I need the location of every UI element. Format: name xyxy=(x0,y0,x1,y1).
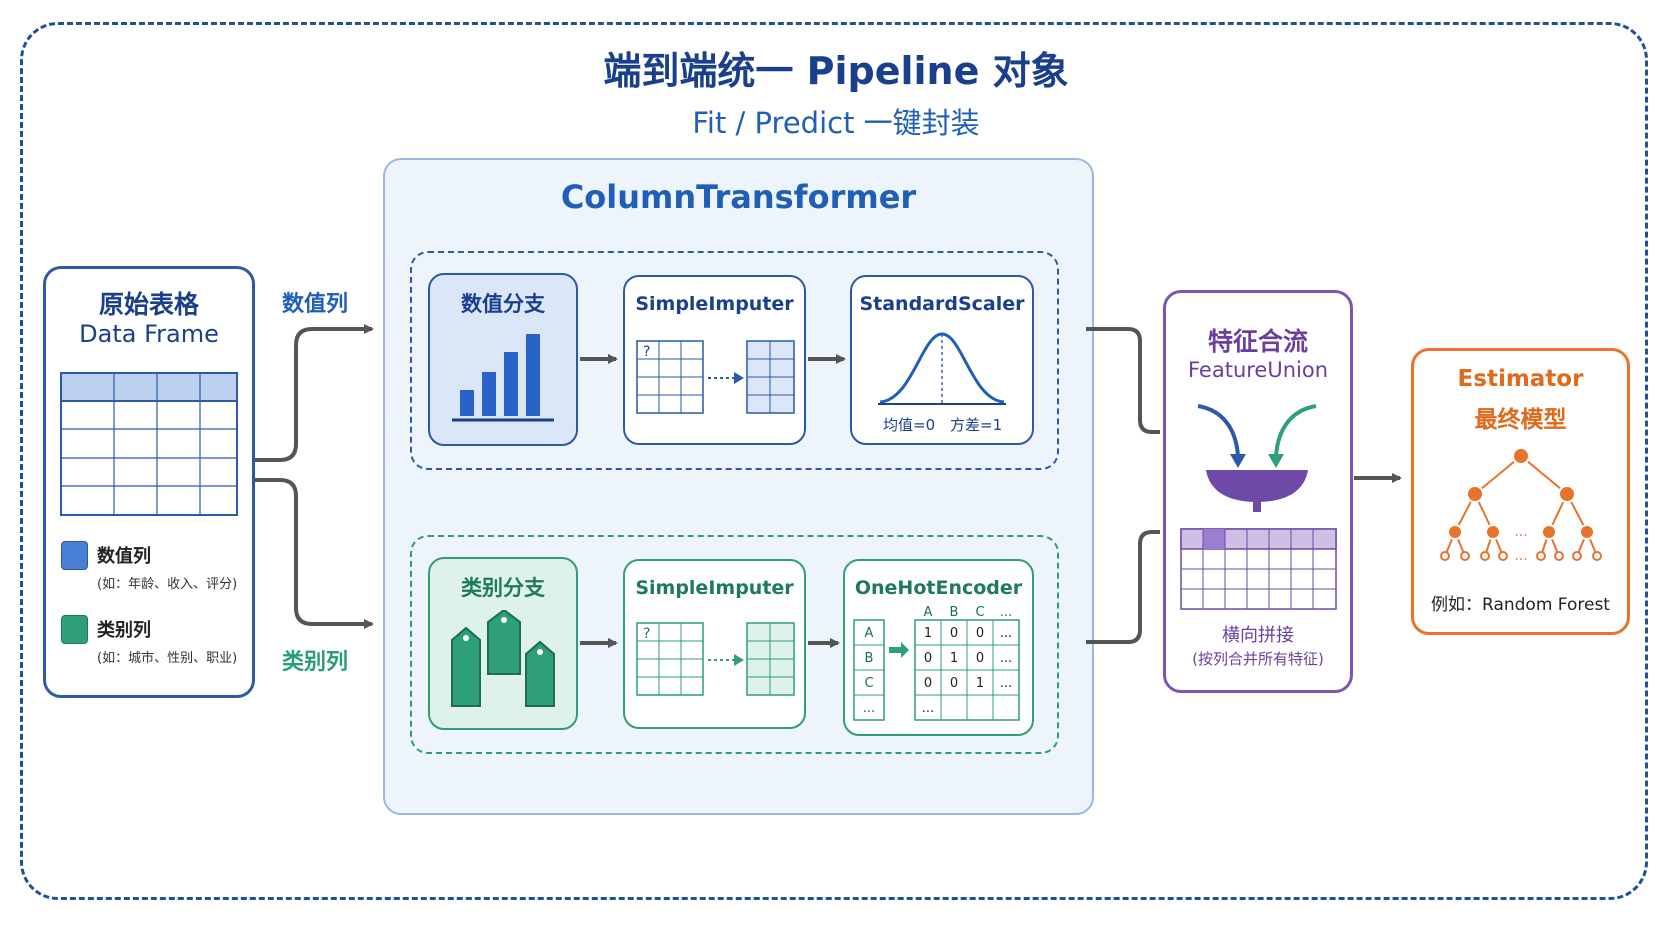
column-transformer-title: ColumnTransformer xyxy=(560,178,917,216)
data-frame-title-cn: 原始表格 xyxy=(98,290,199,319)
categorical-legend-label: 类别列 xyxy=(97,620,151,641)
encoder-matrix-cell: ... xyxy=(1000,626,1012,641)
feature-union-caption: 横向拼接 xyxy=(1222,625,1294,646)
estimator-title-en: Estimator xyxy=(1457,366,1584,392)
numeric-legend-note: (如：年龄、收入、评分) xyxy=(97,577,238,592)
encoder-input-cell: C xyxy=(864,676,873,691)
encoder-matrix-cell: 1 xyxy=(950,651,958,666)
encoder-column-header: C xyxy=(975,605,984,620)
numeric-branch-label: 数值分支 xyxy=(461,292,545,316)
scaler-variance-text: 方差=1 xyxy=(950,416,1003,434)
numeric-impute-icon: ? xyxy=(636,340,795,414)
encoder-matrix-cell: ... xyxy=(922,701,934,716)
encoder-matrix-cell: ... xyxy=(1000,651,1012,666)
merge-funnel-icon xyxy=(1197,404,1317,512)
data-table-icon xyxy=(60,372,238,516)
page-title: 端到端统一 Pipeline 对象 xyxy=(603,49,1069,93)
encoder-matrix-cell: 1 xyxy=(924,626,932,641)
numeric-lane xyxy=(410,251,1059,470)
categorical-legend-note: (如：城市、性别、职业) xyxy=(97,651,238,666)
categorical-flow-arrow xyxy=(255,478,374,629)
feature-union-title-cn: 特征合流 xyxy=(1207,327,1308,356)
encoder-matrix-cell: 0 xyxy=(950,676,958,691)
tree-ellipsis: ... xyxy=(1514,524,1527,540)
categorical-to-union-line xyxy=(1086,530,1160,644)
missing-mark: ? xyxy=(643,626,650,642)
numeric-legend-swatch xyxy=(61,541,88,570)
estimator-example: 例如：Random Forest xyxy=(1431,595,1610,615)
feature-union-title-en: FeatureUnion xyxy=(1187,358,1329,382)
encoder-input-cell: A xyxy=(865,626,874,641)
encoder-matrix-cell: 0 xyxy=(924,676,932,691)
tree-ellipsis: ... xyxy=(1514,548,1527,564)
page-subtitle: Fit / Predict 一键封装 xyxy=(692,106,980,140)
numeric-branch-card xyxy=(428,273,578,446)
encoder-input-cell: ... xyxy=(863,701,875,716)
categorical-impute-icon: ? xyxy=(636,622,795,696)
decision-tree-icon: ... ... xyxy=(1440,447,1602,564)
categorical-legend-swatch xyxy=(61,615,88,644)
encoder-matrix-cell: 0 xyxy=(950,626,958,641)
encoder-matrix-cell: ... xyxy=(1000,676,1012,691)
data-frame-title-en: Data Frame xyxy=(79,320,219,348)
estimator-card xyxy=(1411,348,1630,635)
bell-curve-icon xyxy=(878,332,1006,405)
standard-scaler-label: StandardScaler xyxy=(859,293,1025,315)
categorical-branch-label: 类别分支 xyxy=(461,576,545,600)
numeric-imputer-label: SimpleImputer xyxy=(635,293,794,315)
numeric-legend-label: 数值列 xyxy=(97,546,151,567)
encoder-column-header: ... xyxy=(1000,605,1012,620)
pipeline-frame xyxy=(20,22,1648,900)
tags-icon xyxy=(451,610,555,707)
encoder-matrix-cell: 0 xyxy=(976,626,984,641)
encoder-input-cell: B xyxy=(865,651,874,666)
categorical-imputer-label: SimpleImputer xyxy=(635,577,794,599)
onehot-encoder-label: OneHotEncoder xyxy=(854,577,1023,599)
numeric-flow-arrow xyxy=(255,324,374,462)
encoder-matrix-cell: 0 xyxy=(924,651,932,666)
numeric-flow-label: 数值列 xyxy=(282,292,349,317)
encoder-column-header: A xyxy=(924,605,933,620)
feature-union-caption-note: (按列合并所有特征) xyxy=(1192,650,1324,668)
bar-chart-icon xyxy=(452,334,554,422)
missing-mark: ? xyxy=(643,344,650,360)
encoder-column-header: B xyxy=(950,605,959,620)
categorical-lane xyxy=(410,535,1059,754)
categorical-flow-label: 类别列 xyxy=(282,650,349,675)
concat-table-icon xyxy=(1180,528,1337,610)
estimator-title-cn: 最终模型 xyxy=(1474,407,1567,433)
standard-scaler-card xyxy=(850,275,1034,445)
encoder-matrix-cell: 0 xyxy=(976,651,984,666)
numeric-to-union-line xyxy=(1086,327,1160,434)
scaler-mean-text: 均值=0 xyxy=(883,416,936,434)
encoder-matrix-cell: 1 xyxy=(976,676,984,691)
encoder-arrow xyxy=(889,642,909,658)
